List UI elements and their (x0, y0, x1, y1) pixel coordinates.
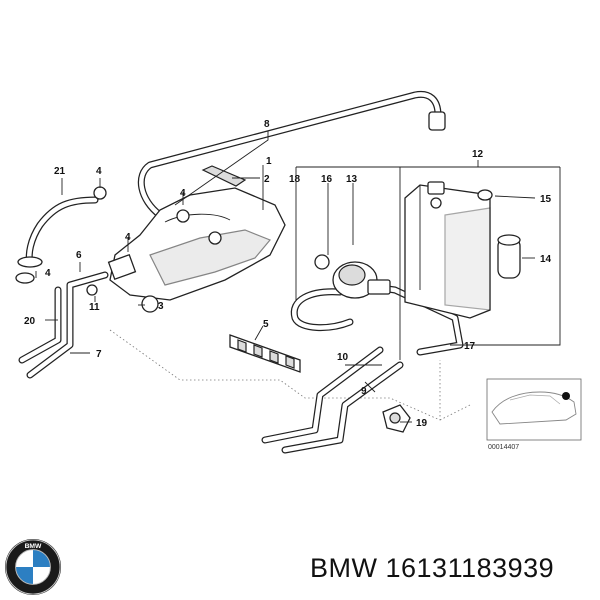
filter-14 (497, 234, 521, 279)
callout-15: 15 (540, 194, 552, 205)
callout-8: 8 (264, 119, 270, 130)
callout-4-mid: 4 (180, 188, 186, 199)
bmw-logo-icon: BMW (4, 538, 62, 596)
part-number-caption: BMW 16131183939 (310, 553, 554, 584)
callout-10: 10 (337, 352, 349, 363)
callout-9: 9 (361, 386, 367, 397)
inset-code: 00014407 (488, 444, 519, 451)
fuel-tank (109, 165, 286, 313)
brand-name: BMW (310, 553, 378, 583)
callout-14: 14 (540, 254, 552, 265)
callout-16: 16 (321, 174, 333, 185)
hose-18 (290, 288, 354, 332)
fuel-lines-6-20 (18, 253, 137, 379)
callout-4-top: 4 (96, 166, 102, 177)
location-dot-icon (562, 392, 570, 400)
callout-18: 18 (289, 174, 301, 185)
breather-hose-8 (137, 90, 446, 219)
fuel-lines-9-10 (261, 346, 404, 454)
callout-11: 11 (89, 302, 100, 313)
callout-2: 2 (264, 174, 270, 185)
callout-7: 7 (96, 349, 102, 360)
callout-20: 20 (24, 316, 36, 327)
carbon-canister (404, 181, 493, 319)
callout-5: 5 (263, 319, 269, 330)
vehicle-locator-inset: 00014407 (486, 378, 582, 451)
leader-lines (35, 131, 561, 423)
callout-13: 13 (346, 174, 358, 185)
callout-1: 1 (266, 156, 272, 167)
valve-13 (314, 254, 391, 299)
logo-text: BMW (25, 543, 42, 550)
callout-6: 6 (76, 250, 82, 261)
callout-3: 3 (158, 301, 164, 312)
clamp-19 (382, 404, 411, 433)
callout-12: 12 (472, 149, 484, 160)
callout-21: 21 (54, 166, 66, 177)
callout-4-lower: 4 (125, 232, 131, 243)
callout-17: 17 (464, 341, 476, 352)
clip-strip-5 (229, 334, 301, 373)
callout-19: 19 (416, 418, 428, 429)
part-number: 16131183939 (385, 553, 555, 583)
filler-hose-21 (15, 186, 107, 284)
callout-4-left: 4 (45, 268, 51, 279)
routing-outline (109, 329, 471, 421)
